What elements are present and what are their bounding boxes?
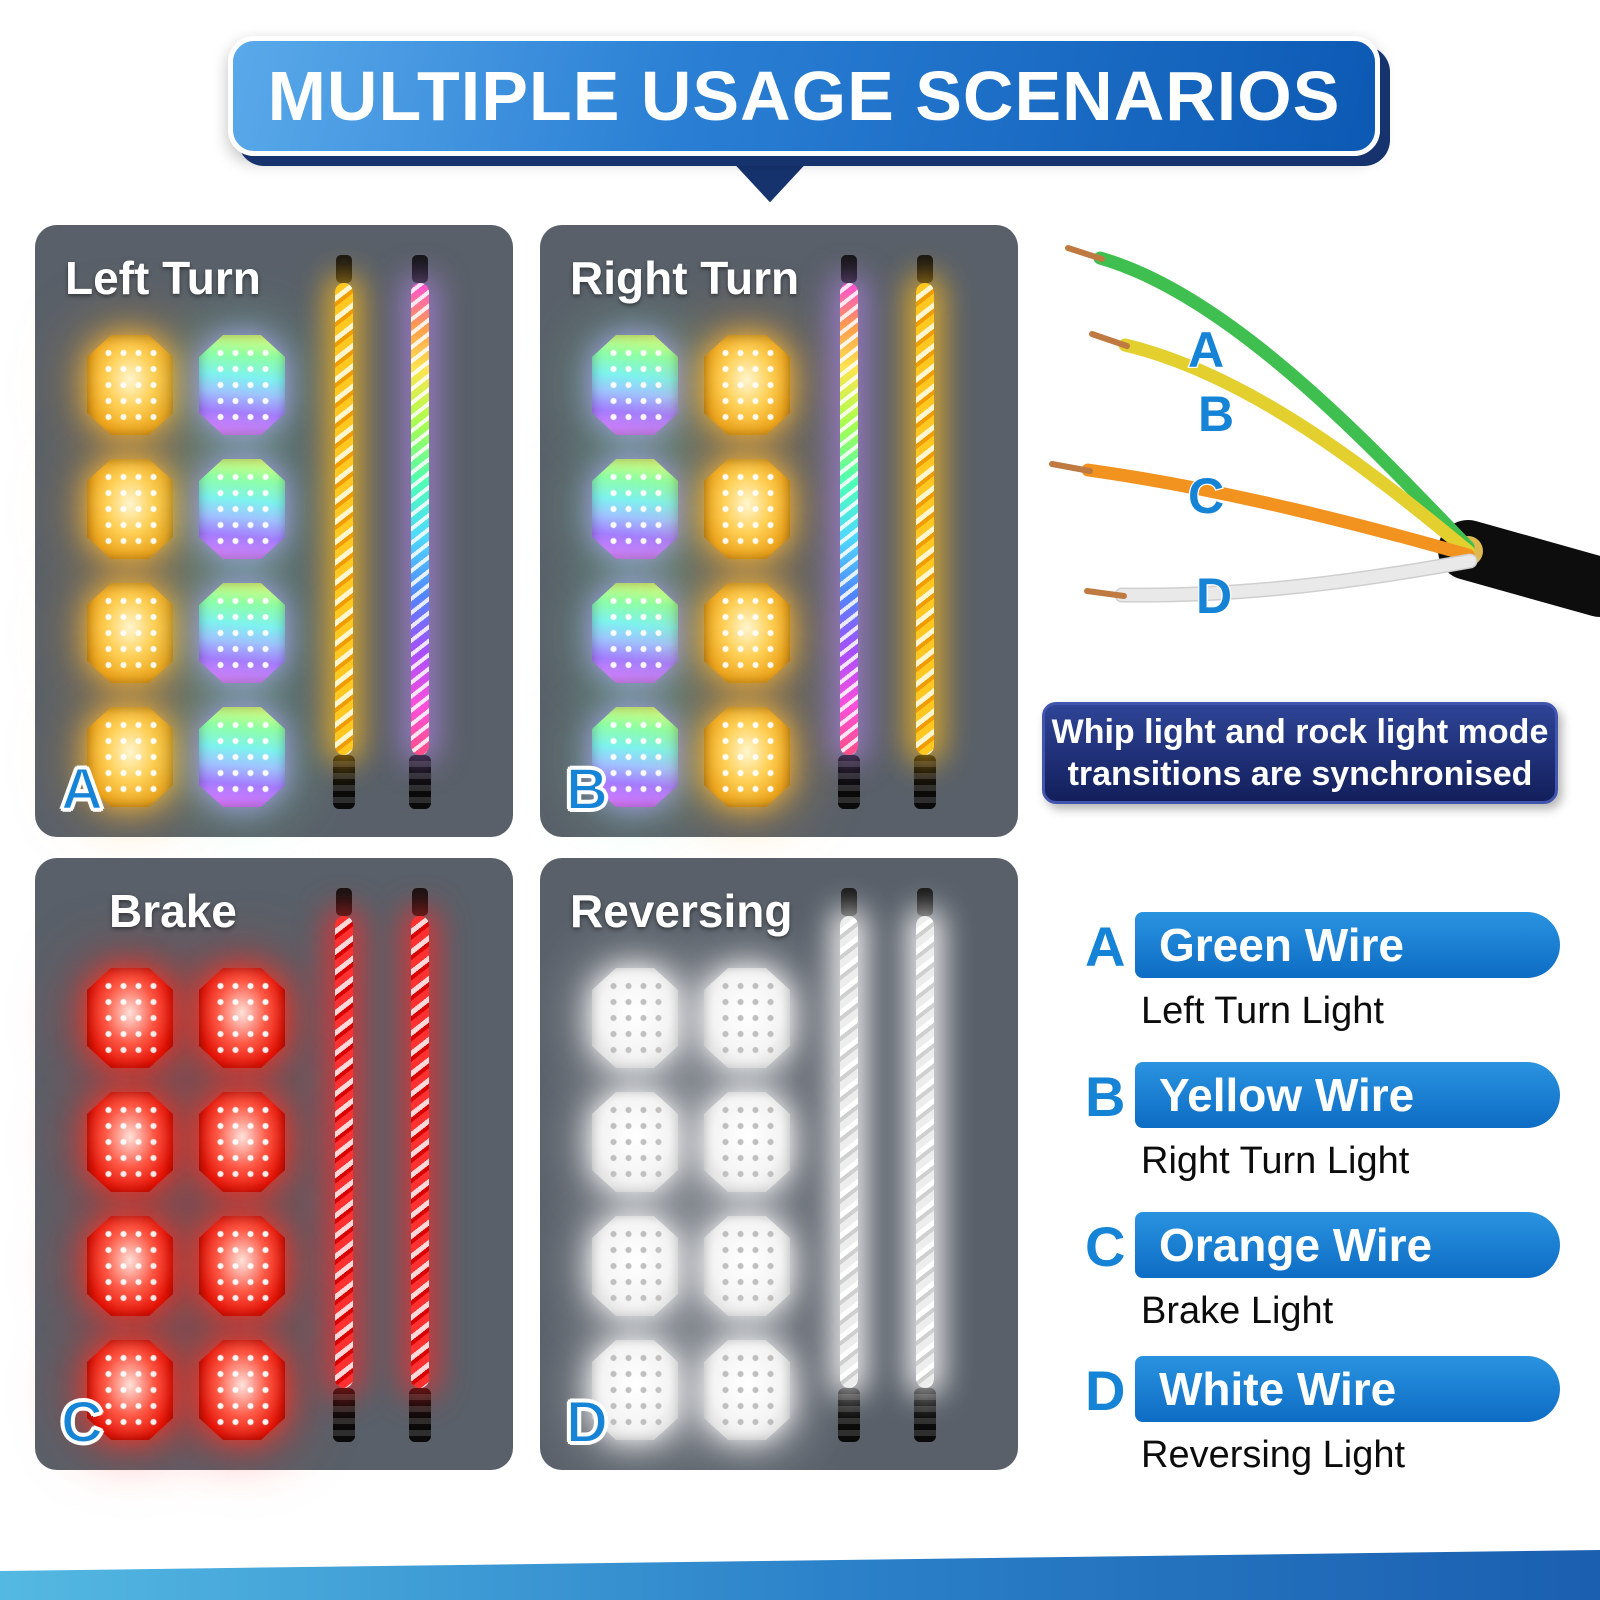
rock-light-red: [199, 1216, 285, 1316]
rock-light-white: [704, 1340, 790, 1440]
rock-light-red: [87, 1340, 173, 1440]
wire-label-b: B: [1198, 386, 1234, 442]
rock-light-white: [592, 1340, 678, 1440]
rock-light-amber: [704, 459, 790, 559]
copper-tip: [1049, 461, 1093, 474]
rock-light-white: [704, 1092, 790, 1192]
rock-light-rainbow: [592, 459, 678, 559]
rock-light-red: [199, 968, 285, 1068]
wire-label-c: C: [1188, 468, 1224, 524]
rock-light-rainbow: [592, 583, 678, 683]
legend-item-white-wire: D White Wire Reversing Light: [1085, 1356, 1560, 1477]
wire-label-a: A: [1188, 322, 1224, 378]
rock-light-rainbow: [199, 459, 285, 559]
rock-light-rainbow: [199, 583, 285, 683]
legend-wire-function: Right Turn Light: [1141, 1140, 1410, 1182]
rock-light-red: [87, 1216, 173, 1316]
sync-note-line1: Whip light and rock light mode: [1051, 712, 1549, 751]
legend-item-orange-wire: C Orange Wire Brake Light: [1085, 1212, 1560, 1333]
cable: [1438, 520, 1600, 617]
wire-label-d: D: [1196, 568, 1232, 624]
legend-wire-function: Brake Light: [1141, 1290, 1334, 1332]
panel-reversing: Reversing D: [540, 858, 1018, 1470]
rock-light-amber: [87, 583, 173, 683]
panel-brake: Brake C: [35, 858, 513, 1470]
rock-light-amber: [704, 583, 790, 683]
rock-light-rainbow: [199, 707, 285, 807]
banner-pointer: [712, 148, 828, 210]
legend-wire-name: Yellow Wire: [1135, 1062, 1560, 1128]
rock-light-rainbow: [199, 335, 285, 435]
legend-letter: D: [1085, 1359, 1126, 1422]
legend-wire-name: White Wire: [1135, 1356, 1560, 1422]
rock-light-group: [592, 335, 790, 807]
legend-letter: C: [1085, 1215, 1126, 1278]
copper-tip: [1089, 331, 1130, 349]
panel-title: Brake: [109, 885, 237, 937]
whip-light-red: [331, 888, 357, 1442]
legend-letter: A: [1085, 915, 1126, 978]
header-banner: MULTIPLE USAGE SCENARIOS: [228, 36, 1380, 156]
rock-light-group: [592, 968, 790, 1440]
whip-light-white: [836, 888, 862, 1442]
whip-light-red: [407, 888, 433, 1442]
footer-accent-bar: [0, 1550, 1600, 1600]
rock-light-white: [592, 968, 678, 1068]
panel-letter: D: [565, 1389, 609, 1456]
whip-light-white: [912, 888, 938, 1442]
sync-note-line2: transitions are synchronised: [1067, 755, 1533, 793]
panel-title: Right Turn: [570, 252, 800, 304]
sync-note: Whip light and rock light mode transitio…: [1042, 702, 1558, 804]
whip-light-amber: [912, 255, 938, 809]
legend-item-yellow-wire: B Yellow Wire Right Turn Light: [1085, 1062, 1560, 1183]
legend-wire-name: Green Wire: [1135, 912, 1560, 978]
wire-yellow: [1118, 338, 1475, 558]
whip-light-rainbow: [836, 255, 862, 809]
rock-light-red: [199, 1092, 285, 1192]
legend-wire-name: Orange Wire: [1135, 1212, 1560, 1278]
wire-green: [1093, 251, 1475, 554]
panel-title: Reversing: [570, 885, 793, 937]
legend-letter: B: [1085, 1065, 1126, 1128]
rock-light-white: [704, 1216, 790, 1316]
panel-letter: C: [60, 1389, 104, 1456]
rock-light-amber: [704, 335, 790, 435]
panel-letter: A: [60, 756, 104, 823]
panel-left-turn: Left Turn A: [35, 225, 513, 837]
panel-letter: B: [565, 756, 609, 823]
wire-orange: [1081, 463, 1475, 562]
legend-wire-function: Reversing Light: [1141, 1434, 1406, 1476]
panel-title: Left Turn: [65, 252, 261, 304]
wire-white: [1116, 555, 1476, 602]
rock-light-white: [592, 1216, 678, 1316]
legend-wire-function: Left Turn Light: [1141, 990, 1384, 1032]
page-title: MULTIPLE USAGE SCENARIOS: [267, 57, 1341, 135]
rock-light-amber: [87, 335, 173, 435]
rock-light-rainbow: [592, 707, 678, 807]
rock-light-white: [704, 968, 790, 1068]
whip-light-rainbow: [407, 255, 433, 809]
panel-right-turn: Right Turn B: [540, 225, 1018, 837]
rock-light-amber: [87, 707, 173, 807]
rock-light-red: [87, 1092, 173, 1192]
rock-light-rainbow: [592, 335, 678, 435]
rock-light-amber: [704, 707, 790, 807]
rock-light-group: [87, 335, 285, 807]
rock-light-group: [87, 968, 285, 1440]
copper-tip: [1084, 588, 1127, 599]
rock-light-red: [87, 968, 173, 1068]
whip-light-amber: [331, 255, 357, 809]
rock-light-red: [199, 1340, 285, 1440]
wire-diagram: A B C D: [1049, 245, 1600, 625]
legend-item-green-wire: A Green Wire Left Turn Light: [1085, 912, 1560, 1033]
rock-light-amber: [87, 459, 173, 559]
copper-tip: [1065, 245, 1105, 262]
rock-light-white: [592, 1092, 678, 1192]
